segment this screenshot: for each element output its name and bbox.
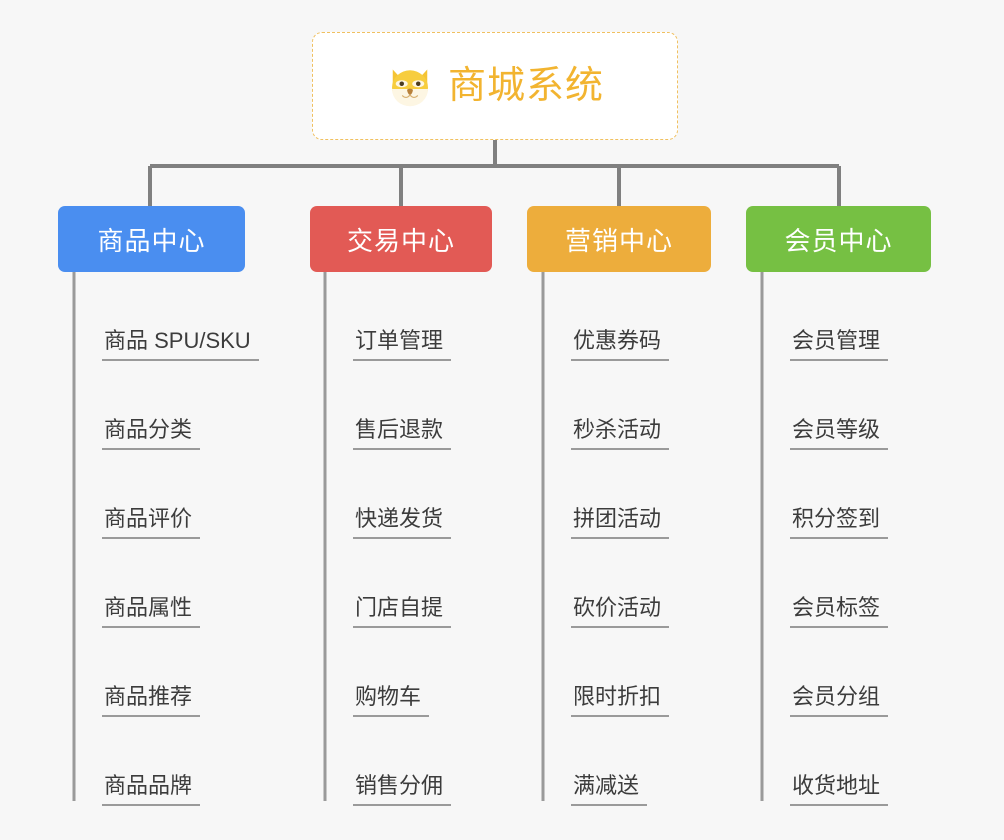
leaf-label: 订单管理 — [353, 328, 452, 361]
leaf-label: 商品属性 — [102, 595, 201, 628]
leaf-label: 商品品牌 — [102, 773, 201, 806]
category-box-member[interactable]: 会员中心 — [746, 206, 931, 272]
leaf-label: 会员标签 — [790, 595, 889, 628]
leaf-label: 销售分佣 — [353, 773, 452, 806]
leaf-label: 购物车 — [353, 684, 430, 717]
leaf-item[interactable]: 会员标签 — [762, 539, 889, 628]
leaf-item[interactable]: 商品 SPU/SKU — [74, 272, 259, 361]
leaf-label: 优惠券码 — [571, 328, 670, 361]
leaf-column-marketing: 优惠券码 秒杀活动 拼团活动 砍价活动 限时折扣 满减送 — [543, 272, 670, 806]
leaf-label: 售后退款 — [353, 417, 452, 450]
leaf-column-member: 会员管理 会员等级 积分签到 会员标签 会员分组 收货地址 — [762, 272, 889, 806]
shiba-dog-face-icon — [386, 62, 434, 110]
leaf-column-trade: 订单管理 售后退款 快递发货 门店自提 购物车 销售分佣 — [325, 272, 452, 806]
leaf-label: 商品 SPU/SKU — [102, 328, 259, 361]
root-node[interactable]: 商城系统 — [312, 32, 678, 140]
leaf-label: 快递发货 — [353, 506, 452, 539]
leaf-item[interactable]: 限时折扣 — [543, 628, 670, 717]
leaf-label: 秒杀活动 — [571, 417, 670, 450]
category-label: 会员中心 — [784, 225, 893, 256]
leaf-item[interactable]: 商品评价 — [74, 450, 259, 539]
category-label: 交易中心 — [346, 225, 455, 256]
leaf-item[interactable]: 销售分佣 — [325, 717, 452, 806]
leaf-label: 收货地址 — [790, 773, 889, 806]
category-label: 商品中心 — [97, 225, 206, 256]
leaf-label: 门店自提 — [353, 595, 452, 628]
leaf-item[interactable]: 商品推荐 — [74, 628, 259, 717]
leaf-label: 砍价活动 — [571, 595, 670, 628]
leaf-item[interactable]: 会员等级 — [762, 361, 889, 450]
category-box-marketing[interactable]: 营销中心 — [527, 206, 711, 272]
leaf-label: 满减送 — [571, 773, 648, 806]
leaf-item[interactable]: 门店自提 — [325, 539, 452, 628]
leaf-label: 会员等级 — [790, 417, 889, 450]
leaf-label: 商品分类 — [102, 417, 201, 450]
leaf-label: 商品推荐 — [102, 684, 201, 717]
leaf-label: 商品评价 — [102, 506, 201, 539]
category-label: 营销中心 — [564, 225, 673, 256]
leaf-item[interactable]: 售后退款 — [325, 361, 452, 450]
leaf-label: 会员管理 — [790, 328, 889, 361]
leaf-label: 限时折扣 — [571, 684, 670, 717]
leaf-item[interactable]: 优惠券码 — [543, 272, 670, 361]
leaf-item[interactable]: 拼团活动 — [543, 450, 670, 539]
leaf-item[interactable]: 积分签到 — [762, 450, 889, 539]
leaf-label: 会员分组 — [790, 684, 889, 717]
root-title: 商城系统 — [447, 65, 604, 107]
leaf-item[interactable]: 购物车 — [325, 628, 451, 717]
leaf-label: 拼团活动 — [571, 506, 670, 539]
leaf-item[interactable]: 商品分类 — [74, 361, 259, 450]
leaf-item[interactable]: 收货地址 — [762, 717, 889, 806]
category-box-trade[interactable]: 交易中心 — [310, 206, 492, 272]
leaf-item[interactable]: 会员分组 — [762, 628, 889, 717]
leaf-item[interactable]: 会员管理 — [762, 272, 889, 361]
leaf-label: 积分签到 — [790, 506, 889, 539]
category-box-product[interactable]: 商品中心 — [58, 206, 245, 272]
leaf-item[interactable]: 订单管理 — [325, 272, 452, 361]
leaf-item[interactable]: 砍价活动 — [543, 539, 670, 628]
leaf-item[interactable]: 快递发货 — [325, 450, 452, 539]
leaf-item[interactable]: 满减送 — [543, 717, 669, 806]
leaf-item[interactable]: 商品品牌 — [74, 717, 259, 806]
leaf-item[interactable]: 秒杀活动 — [543, 361, 670, 450]
leaf-column-product: 商品 SPU/SKU 商品分类 商品评价 商品属性 商品推荐 商品品牌 — [74, 272, 259, 806]
leaf-item[interactable]: 商品属性 — [74, 539, 259, 628]
